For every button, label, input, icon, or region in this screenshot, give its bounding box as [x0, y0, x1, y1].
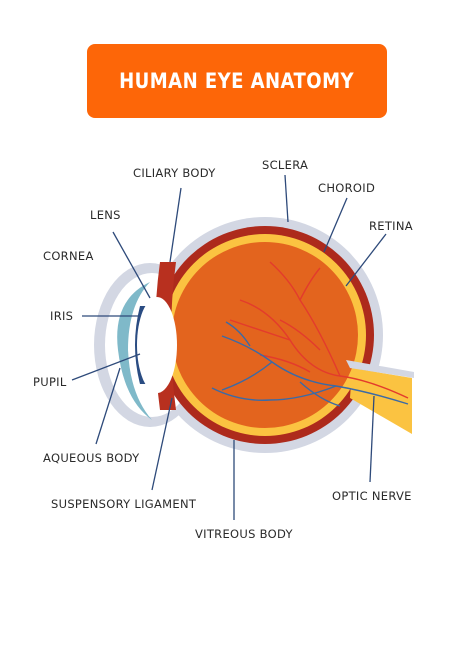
- leader-sclera: [284, 174, 289, 223]
- label-suspensory-ligament: SUSPENSORY LIGAMENT: [51, 497, 197, 511]
- leader-suspensory-ligament: [151, 397, 173, 491]
- leader-lines: [71, 174, 387, 520]
- leader-aqueous-body: [95, 367, 121, 445]
- leader-pupil: [71, 353, 141, 381]
- label-cornea: CORNEA: [43, 249, 94, 263]
- label-sclera: SCLERA: [262, 158, 308, 172]
- label-iris: IRIS: [50, 309, 73, 323]
- page-title: HUMAN EYE ANATOMY: [119, 69, 355, 93]
- label-retina: RETINA: [369, 219, 413, 233]
- leader-choroid: [323, 197, 348, 253]
- leader-optic-nerve: [369, 395, 375, 483]
- leader-retina: [345, 233, 387, 287]
- red-vessels: [229, 261, 409, 399]
- title-banner: HUMAN EYE ANATOMY: [87, 44, 387, 118]
- leader-ciliary-body: [169, 187, 182, 263]
- label-pupil: PUPIL: [33, 375, 67, 389]
- label-aqueous-body: AQUEOUS BODY: [43, 451, 140, 465]
- label-ciliary-body: CILIARY BODY: [133, 166, 216, 180]
- label-optic-nerve: OPTIC NERVE: [332, 489, 412, 503]
- leader-lens: [112, 231, 151, 299]
- optic-nerve-sheath: [346, 360, 414, 378]
- blue-vessels: [211, 321, 409, 407]
- lens-shape: [137, 297, 177, 393]
- label-vitreous-body: VITREOUS BODY: [195, 527, 294, 541]
- optic-nerve-shape: [350, 368, 412, 434]
- label-lens: LENS: [90, 208, 121, 222]
- label-choroid: CHOROID: [318, 181, 375, 195]
